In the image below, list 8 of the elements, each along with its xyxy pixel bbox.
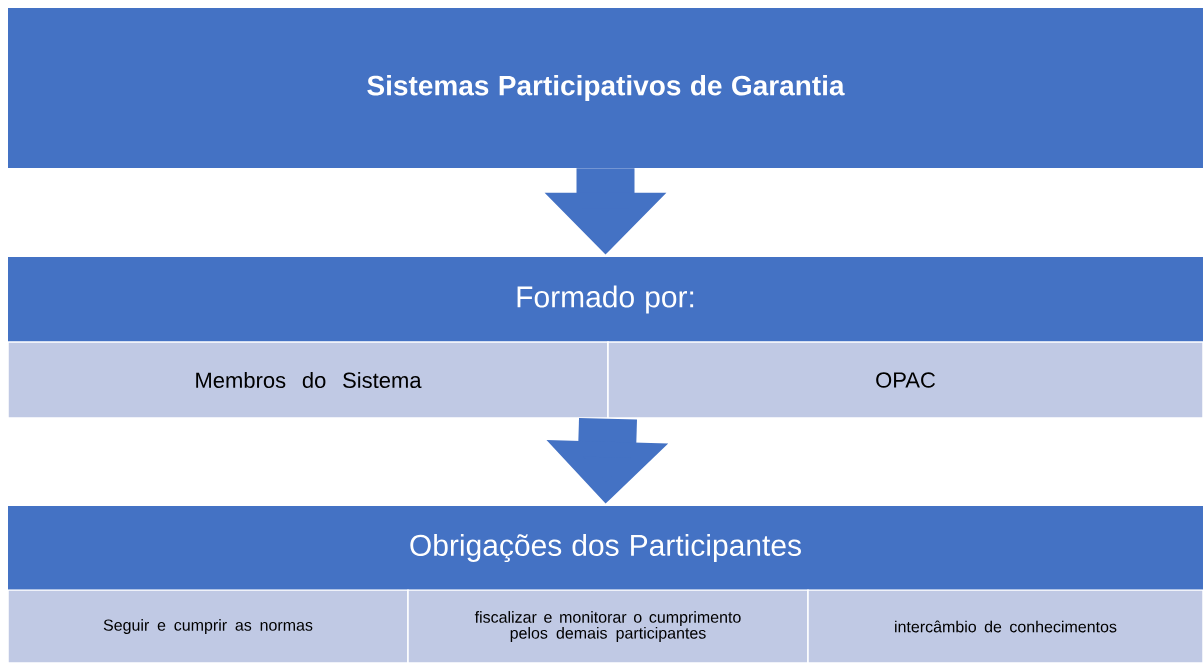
header-band: Obrigações dos Participantes xyxy=(8,506,1203,590)
table-cell: Seguir e cumprir as normas xyxy=(7,589,409,663)
title-band: Sistemas Participativos de Garantia xyxy=(8,8,1203,168)
header-band: Formado por: xyxy=(8,257,1203,342)
table-cell: OPAC xyxy=(607,341,1203,419)
table-cell: fiscalizar e monitorar o cumprimento pelos demais participantes xyxy=(407,589,809,663)
table-cell: intercâmbio de conhecimentos xyxy=(807,589,1203,663)
table-cell: Membros do Sistema xyxy=(7,341,609,419)
